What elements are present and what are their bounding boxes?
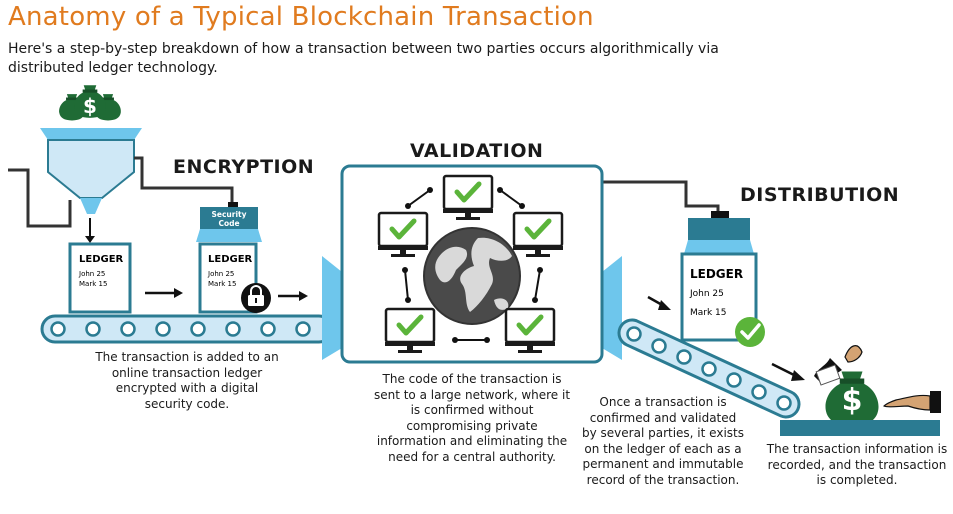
completion-description: The transaction information is recorded,…	[766, 442, 948, 487]
ledger-entry-1: John 25	[207, 270, 234, 278]
ledger-entry-2: Mark 15	[690, 308, 727, 318]
ledger-document-1: LEDGER John 25 Mark 15	[68, 242, 132, 314]
money-bag-icon: $	[59, 85, 121, 121]
ledger-entry-1: John 25	[689, 289, 724, 299]
conveyor-belt-left	[40, 314, 334, 344]
ledger-heading: LEDGER	[690, 267, 743, 281]
check-mark-icon	[735, 317, 765, 347]
encryption-heading: ENCRYPTION	[173, 156, 315, 178]
money-bag-icon: $	[814, 345, 879, 426]
distribution-ledger: LEDGER John 25 Mark 15	[680, 211, 758, 342]
distribution-description: Once a transaction is confirmed and vali…	[582, 395, 744, 487]
validation-inlet	[322, 256, 342, 360]
encryption-description: The transaction is added to an online tr…	[95, 350, 279, 411]
distribution-heading: DISTRIBUTION	[740, 184, 900, 206]
svg-text:$: $	[842, 383, 863, 418]
security-tag-line2: Code	[218, 219, 239, 228]
network-links	[404, 189, 541, 341]
validation-outlet	[602, 256, 622, 360]
validation-description: The code of the transaction is sent to a…	[373, 372, 571, 464]
ledger-entry-2: Mark 15	[79, 280, 107, 288]
svg-text:$: $	[83, 94, 97, 118]
conveyor-belt-right	[617, 318, 801, 419]
page-title: Anatomy of a Typical Blockchain Transact…	[8, 2, 594, 32]
funnel-hopper	[8, 128, 234, 228]
completion-platform	[780, 420, 940, 436]
security-code-tag: Security Code	[196, 202, 262, 242]
validation-heading: VALIDATION	[410, 140, 544, 162]
globe-icon	[423, 227, 521, 325]
hand-icon	[882, 391, 941, 413]
ledger-heading: LEDGER	[79, 254, 124, 265]
security-tag-line1: Security	[211, 210, 246, 219]
padlock-icon	[241, 283, 271, 313]
ledger-heading: LEDGER	[208, 254, 253, 265]
ledger-entry-2: Mark 15	[208, 280, 236, 288]
ledger-entry-1: John 25	[78, 270, 105, 278]
page-subtitle: Here's a step-by-step breakdown of how a…	[8, 41, 719, 76]
